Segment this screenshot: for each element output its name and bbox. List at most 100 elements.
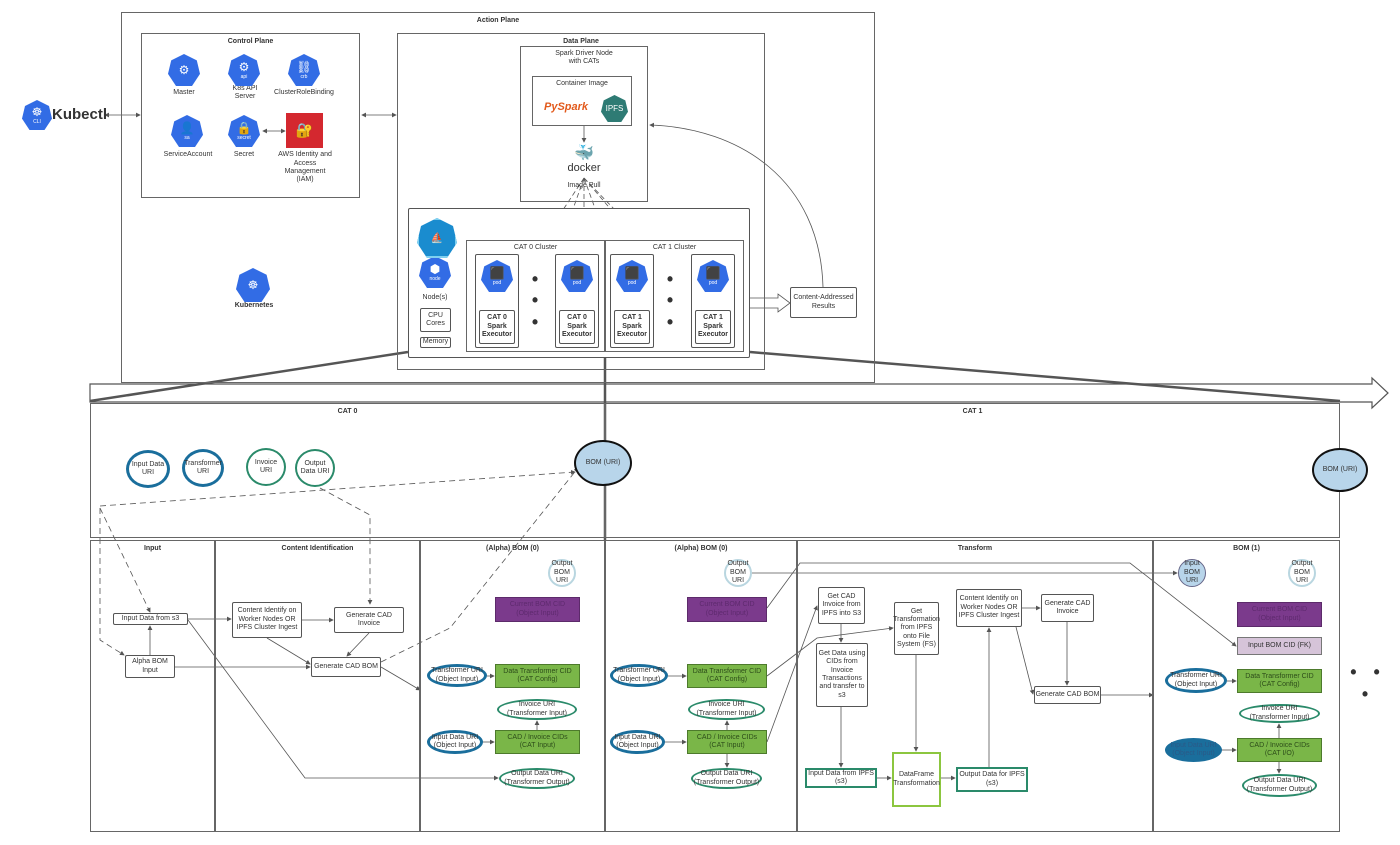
cat1-cluster-frame: CAT 1 Cluster — [605, 240, 744, 352]
pod-icon: ⬛pod — [616, 260, 648, 292]
current-bom-cid: Current BOM CID (Object Input) — [495, 597, 580, 622]
get-cad-invoice-step: Get CAD Invoice from IPFS into S3 — [818, 587, 865, 624]
output-bom-uri: Output BOM URI — [1288, 559, 1316, 587]
output-data-uri-circle: Output Data URI — [295, 449, 335, 487]
connector-arrow — [380, 467, 579, 663]
lane-transform: Transform — [797, 540, 1153, 832]
pod-icon-glyph: ⬛ — [489, 266, 505, 280]
cat0-cluster-frame: CAT 0 Cluster — [466, 240, 605, 352]
connector-arrow — [346, 632, 370, 657]
cad-invoice-cids: CAD / Invoice CIDs (CAT I/O) — [1237, 738, 1322, 762]
pod-icon: ⬛pod — [697, 260, 729, 292]
pod-icon: ⬛pod — [481, 260, 513, 292]
memory-box: Memory — [420, 337, 451, 348]
connector-arrow — [266, 637, 311, 665]
zoom-line — [89, 350, 409, 403]
get-data-using-cids-step: Get Data using CIDs from Invoice Transac… — [816, 643, 868, 707]
pod-icon-glyph: ⬛ — [569, 266, 585, 280]
output-data-uri: Output Data URI (Transformer Output) — [1242, 774, 1317, 797]
kubectl-icon-glyph: ☸ — [31, 105, 43, 119]
icon-badge: pod — [627, 280, 637, 286]
master-icon-glyph: ⚙ — [178, 63, 190, 77]
current-bom-cid: Current BOM CID (Object Input) — [687, 597, 767, 622]
connector-arrow — [380, 666, 421, 691]
more-cats-ellipsis: • • • — [1350, 662, 1386, 704]
control-plane-frame: Control Plane — [141, 33, 360, 198]
action-plane-frame: Action Plane — [121, 12, 875, 383]
icon-badge: api — [240, 74, 248, 80]
icon-badge: secret — [237, 135, 251, 141]
content-identify-step: Content Identify on Worker Nodes OR IPFS… — [232, 602, 302, 638]
output-bom-uri: Output BOM URI — [724, 559, 752, 587]
dataframe-transformation: DataFrame Transformation — [892, 752, 941, 807]
kubectl-label: Kubectl — [52, 106, 108, 123]
input-data-from-ipfs: Input Data from IPFS (s3) — [805, 768, 877, 788]
container-image-box: Container Image — [532, 76, 632, 126]
input-data-from-s3: Input Data from s3 — [113, 613, 188, 625]
spark-driver-node: Spark Driver Node with CATs — [520, 46, 648, 202]
pod-icon-glyph: ⬛ — [624, 266, 640, 280]
data-transformer-cid: Data Transformer CID (CAT Config) — [1237, 669, 1322, 693]
icon-badge: pod — [492, 280, 502, 286]
timeline-arrow — [89, 376, 1389, 410]
api-server-icon-glyph: ⚙ — [238, 60, 250, 74]
output-data-uri: Output Data URI (Transformer Output) — [499, 768, 575, 789]
invoice-uri-circle: Invoice URI — [246, 448, 286, 486]
pyspark-logo: PySpark — [543, 101, 589, 114]
output-data-uri: Output Data URI (Transformer Output) — [691, 768, 762, 789]
spark-executor: CAT 0 Spark Executor — [559, 310, 595, 344]
zoom-line — [749, 350, 1341, 403]
alpha-bom-input: Alpha BOM Input — [125, 655, 175, 678]
get-transformation-step: Get Transformation from IPFS onto File S… — [893, 602, 940, 655]
output-bom-uri: Output BOM URI — [548, 559, 576, 587]
cad-invoice-cids: CAD / Invoice CIDs (CAT Input) — [687, 730, 767, 754]
connector-arrow — [187, 619, 499, 781]
data-transformer-cid: Data Transformer CID (CAT Config) — [687, 664, 767, 688]
icon-badge: pod — [572, 280, 582, 286]
icon-badge: pod — [708, 280, 718, 286]
transformer-uri: Transformer URI (Object Input) — [1165, 668, 1227, 693]
lane-content-identification: Content Identification — [215, 540, 420, 832]
kubernetes-operator-icon: ⛵ — [417, 218, 457, 258]
docker-icon: 🐳 — [574, 145, 594, 163]
service-account-icon-glyph: 👤 — [179, 121, 195, 135]
cluster-role-binding-label: ClusterRoleBinding — [274, 88, 334, 96]
kubernetes-icon-glyph: ☸ — [247, 278, 259, 292]
pod-icon-glyph: ⬛ — [705, 266, 721, 280]
connector-arrow — [766, 626, 894, 677]
spark-executor: CAT 0 Spark Executor — [479, 310, 515, 344]
bom-uri-node: BOM (URI) — [1312, 448, 1368, 492]
cat1-frame: CAT 1 — [605, 403, 1340, 538]
invoice-uri: Invoice URI (Transformer Input) — [1239, 704, 1320, 723]
ellipsis: • • • — [666, 269, 680, 332]
node-icon-glyph: ⬢ — [429, 262, 441, 276]
input-data-uri: Input Data URI (Object Input) — [610, 730, 665, 754]
image-pull-label: Image Pull — [567, 181, 601, 189]
secret-icon-glyph: 🔒 — [236, 121, 252, 135]
bom-uri-node: BOM (URI) — [574, 440, 632, 486]
cpu-cores-box: CPU Cores — [420, 308, 451, 332]
lane-input: Input — [90, 540, 215, 832]
generate-cad-bom: Generate CAD BOM — [1034, 686, 1101, 704]
nodes-label: Node(s) — [422, 293, 448, 301]
input-data-uri: Input Data URI (Object Input) — [427, 730, 483, 754]
transformer-uri-circle: Transformer URI — [182, 449, 224, 487]
generate-cad-bom: Generate CAD BOM — [311, 657, 381, 677]
icon-badge: sa — [184, 135, 190, 141]
data-plane-frame: Data Plane — [397, 33, 765, 370]
ellipsis: • • • — [531, 269, 545, 332]
connector-arrow — [766, 562, 1237, 647]
current-bom-cid: Current BOM CID (Object Input) — [1237, 602, 1322, 627]
input-bom-uri: Input BOM URI — [1178, 559, 1206, 587]
invoice-uri: Invoice URI (Transformer Input) — [688, 699, 765, 720]
cluster-role-binding-icon: ⛓crb — [288, 54, 320, 86]
icon-badge: crb — [300, 74, 308, 80]
icon-badge: node — [429, 276, 441, 282]
input-data-uri-circle: Input Data URI — [126, 450, 170, 488]
transformer-uri: Transformer URI (Object Input) — [610, 664, 668, 687]
results-feedback-arrow — [649, 122, 824, 288]
generate-cad-invoice: Generate CAD Invoice — [334, 607, 404, 633]
generate-cad-invoice: Generate CAD Invoice — [1041, 594, 1094, 622]
connector-arrow — [99, 508, 125, 656]
